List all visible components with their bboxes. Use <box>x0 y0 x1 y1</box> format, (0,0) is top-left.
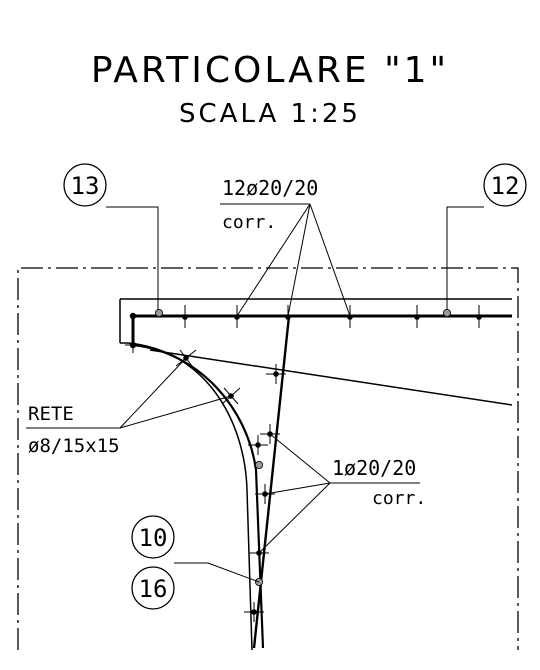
svg-text:10: 10 <box>139 524 168 552</box>
callout-16: 16 <box>131 562 260 610</box>
bar-markers <box>154 308 451 587</box>
bar-ticks <box>125 305 489 622</box>
mesh-rebar <box>132 343 265 649</box>
svg-text:16: 16 <box>139 575 168 603</box>
svg-text:corr.: corr. <box>372 488 426 509</box>
inclined-rebar <box>252 315 291 649</box>
svg-text:1ø20/20: 1ø20/20 <box>332 456 416 480</box>
annotation-top-bars: 12ø20/20 corr. <box>220 176 351 317</box>
drawing-title: PARTICOLARE "1" <box>91 50 449 91</box>
svg-text:ø8/15x15: ø8/15x15 <box>28 435 120 457</box>
svg-text:13: 13 <box>71 172 100 200</box>
drawing-scale: SCALA 1:25 <box>179 99 361 129</box>
callout-13: 13 <box>63 163 159 310</box>
reinforcement <box>125 305 512 649</box>
callout-10: 10 <box>131 515 175 559</box>
svg-text:12ø20/20: 12ø20/20 <box>222 176 318 200</box>
concrete-outline <box>119 298 513 651</box>
svg-text:corr.: corr. <box>222 212 276 233</box>
callout-12: 12 <box>446 163 527 310</box>
annotation-mesh: RETE ø8/15x15 <box>26 357 232 457</box>
section-boundary <box>17 267 519 650</box>
svg-text:RETE: RETE <box>28 403 74 425</box>
annotation-side-bars: 1ø20/20 corr. <box>258 433 426 554</box>
svg-text:12: 12 <box>491 172 520 200</box>
